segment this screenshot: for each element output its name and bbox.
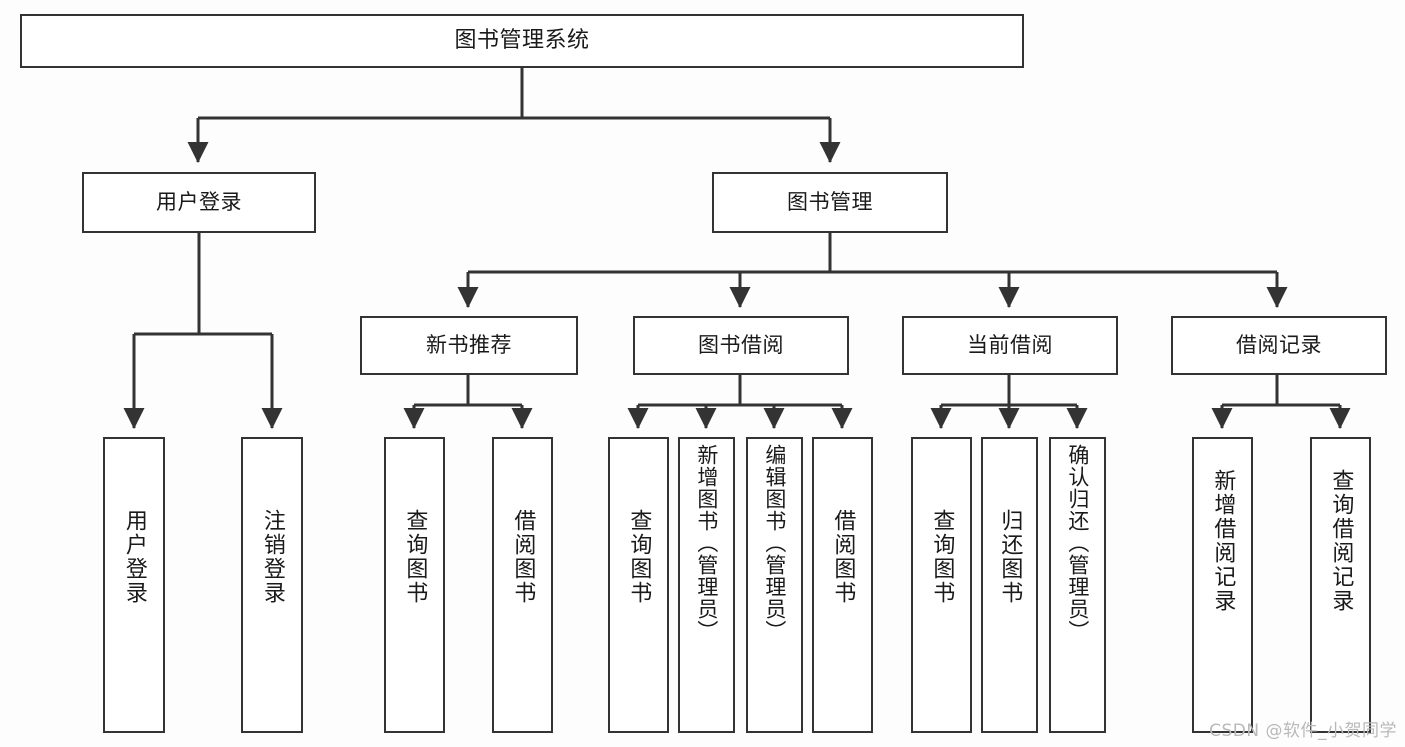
node-label: 用户登录 xyxy=(121,509,147,605)
node-leaf-add-borrow-record[interactable]: 新增借阅记录 xyxy=(1192,437,1253,733)
node-leaf-confirm-return-admin[interactable]: 确认归还（管理员） xyxy=(1049,437,1106,733)
node-label: 图书管理系统 xyxy=(454,28,590,54)
node-leaf-query-book-borrow[interactable]: 查询图书 xyxy=(608,437,669,733)
node-user-login[interactable]: 用户登录 xyxy=(82,172,316,233)
node-label: 查询图书 xyxy=(626,509,652,605)
node-leaf-return-book[interactable]: 归还图书 xyxy=(981,437,1038,733)
node-leaf-query-book-recommend[interactable]: 查询图书 xyxy=(384,437,445,733)
node-leaf-edit-book-admin[interactable]: 编辑图书（管理员） xyxy=(746,437,803,733)
node-label: 编辑图书（管理员） xyxy=(762,444,787,642)
node-label: 图书借阅 xyxy=(698,333,784,358)
node-leaf-query-book-current[interactable]: 查询图书 xyxy=(911,437,972,733)
node-label: 查询图书 xyxy=(929,509,955,605)
node-root-book-management-system[interactable]: 图书管理系统 xyxy=(20,14,1024,68)
node-label: 注销登录 xyxy=(259,509,285,605)
node-leaf-query-borrow-record[interactable]: 查询借阅记录 xyxy=(1310,437,1371,733)
node-label: 借阅记录 xyxy=(1236,333,1322,358)
node-label: 查询借阅记录 xyxy=(1328,469,1354,613)
node-label: 当前借阅 xyxy=(967,333,1053,358)
node-label: 用户登录 xyxy=(156,190,242,215)
node-label: 借阅图书 xyxy=(510,509,536,605)
node-label: 新书推荐 xyxy=(426,333,512,358)
node-book-management[interactable]: 图书管理 xyxy=(712,172,948,233)
watermark-csdn: CSDN @软件_小贺同学 xyxy=(1209,721,1397,741)
node-label: 借阅图书 xyxy=(830,509,856,605)
node-leaf-add-book-admin[interactable]: 新增图书（管理员） xyxy=(678,437,735,733)
node-leaf-borrow-book-borrow[interactable]: 借阅图书 xyxy=(812,437,873,733)
node-leaf-user-login[interactable]: 用户登录 xyxy=(103,437,165,733)
node-label: 归还图书 xyxy=(997,509,1023,605)
node-borrowing-record[interactable]: 借阅记录 xyxy=(1171,316,1387,375)
node-leaf-logout-login[interactable]: 注销登录 xyxy=(241,437,303,733)
node-label: 新增图书（管理员） xyxy=(694,444,719,642)
node-book-borrowing[interactable]: 图书借阅 xyxy=(633,316,849,375)
node-label: 新增借阅记录 xyxy=(1210,469,1236,613)
node-leaf-borrow-book-recommend[interactable]: 借阅图书 xyxy=(492,437,553,733)
node-label: 查询图书 xyxy=(402,509,428,605)
node-label: 图书管理 xyxy=(787,190,873,215)
node-label: 确认归还（管理员） xyxy=(1065,444,1090,642)
node-current-borrowing[interactable]: 当前借阅 xyxy=(902,316,1118,375)
node-new-book-recommendation[interactable]: 新书推荐 xyxy=(360,316,578,375)
